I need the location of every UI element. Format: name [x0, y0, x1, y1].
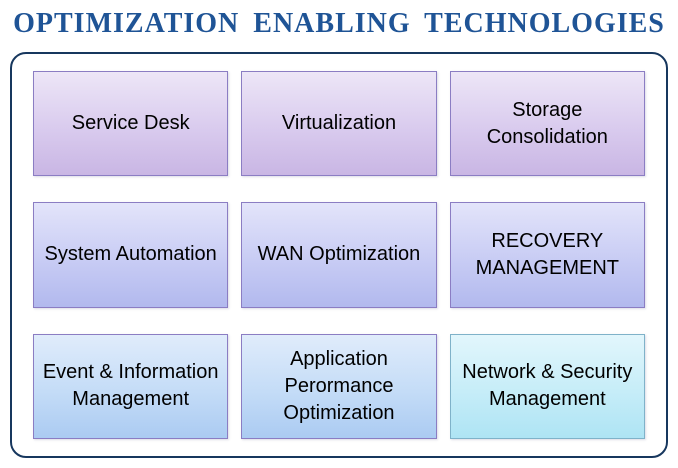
technologies-grid: Service Desk Virtualization Storage Cons… [10, 52, 668, 458]
box-wan-optimization: WAN Optimization [241, 202, 437, 308]
box-event-information-management: Event & Information Management [33, 333, 229, 439]
box-application-performance-optimization: Application Perormance Optimization [241, 333, 437, 439]
box-network-security-management: Network & Security Management [449, 333, 645, 439]
box-system-automation: System Automation [33, 202, 229, 308]
box-storage-consolidation: Storage Consolidation [449, 71, 645, 177]
diagram-title: OPTIMIZATION ENABLING TECHNOLOGIES [13, 8, 665, 39]
box-service-desk: Service Desk [33, 71, 229, 177]
box-recovery-management: RECOVERY MANAGEMENT [449, 202, 645, 308]
box-virtualization: Virtualization [241, 71, 437, 177]
